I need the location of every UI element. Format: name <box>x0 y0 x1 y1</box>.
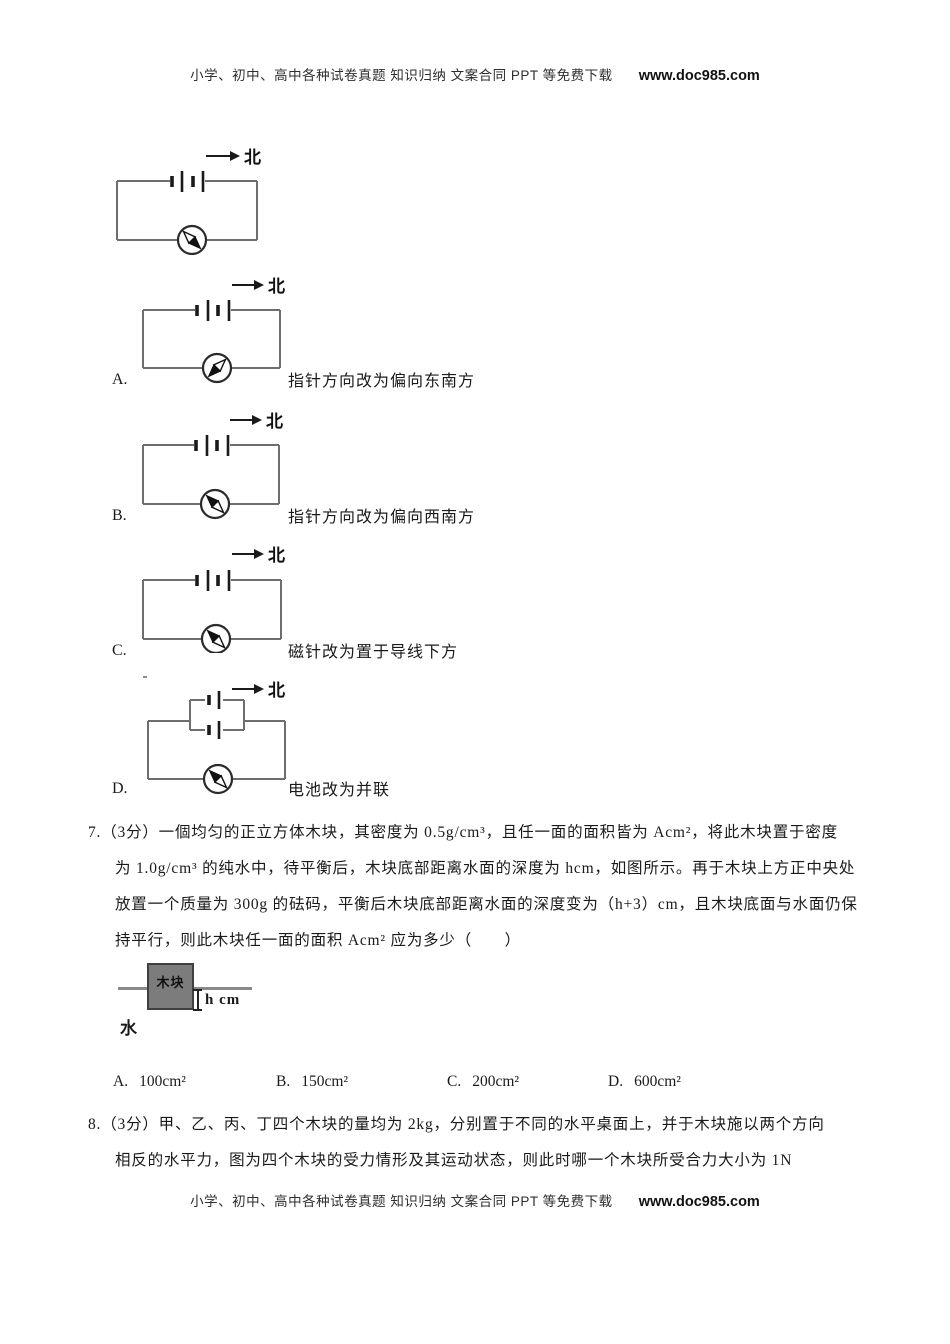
option-a-text: 指针方向改为偏向东南方 <box>288 373 476 390</box>
option-b-label: B. <box>112 507 127 524</box>
q7-option-c-label: C. <box>447 1073 462 1090</box>
q7-option-b: B. 150cm² <box>276 1073 348 1091</box>
q7-option-b-label: B. <box>276 1073 291 1090</box>
compass-icon <box>199 488 231 520</box>
wood-block-label: 木块 <box>156 975 185 990</box>
north-label: 北 <box>268 681 285 700</box>
option-a-label: A. <box>112 371 128 388</box>
north-label: 北 <box>268 546 285 565</box>
battery-icon <box>195 570 231 591</box>
circuit-wires <box>142 444 280 505</box>
q7-option-c: C. 200cm² <box>447 1073 519 1091</box>
circuit-figure-option-b: 北 <box>142 412 283 520</box>
q7-option-d: D. 600cm² <box>608 1073 681 1091</box>
battery-icon <box>170 171 205 192</box>
circuit-figure-option-d: 北 <box>143 676 286 795</box>
compass-icon <box>176 224 208 255</box>
option-d-label: D. <box>112 780 128 797</box>
battery-parallel-icon <box>207 691 221 739</box>
q7-line-2: 为 1.0g/cm³ 的纯水中，待平衡后，木块底部距离水面的深度为 hcm，如图… <box>115 860 856 877</box>
footer-site-url: www.doc985.com <box>638 1194 760 1210</box>
battery-icon <box>195 300 231 321</box>
option-b-text: 指针方向改为偏向西南方 <box>288 509 476 526</box>
q7-line-4: 持平行，则此木块任一面的面积 Acm² 应为多少（ ） <box>115 932 521 949</box>
depth-measure-tick-bottom <box>193 1009 202 1011</box>
q7-option-b-value: 150cm² <box>301 1073 349 1090</box>
q7-line-3: 放置一个质量为 300g 的砝码，平衡后木块底部距离水面的深度变为（h+3）cm… <box>115 896 858 913</box>
header-site-url: www.doc985.com <box>638 68 760 84</box>
circuit-wires <box>147 699 286 780</box>
option-c-text: 磁针改为置于导线下方 <box>288 644 459 661</box>
q7-option-d-label: D. <box>608 1073 624 1090</box>
battery-icon <box>194 435 230 456</box>
page-footer: 小学、初中、高中各种试卷真题 知识归纳 文案合同 PPT 等免费下载 www.d… <box>0 1190 950 1210</box>
q8-line-1: 8.（3分）甲、乙、丙、丁四个木块的量均为 2kg，分别置于不同的水平桌面上，并… <box>88 1116 825 1133</box>
q7-option-a: A. 100cm² <box>113 1073 186 1091</box>
q7-line-1: 7.（3分）一個均匀的正立方体木块，其密度为 0.5g/cm³，且任一面的面积皆… <box>88 824 838 841</box>
north-label: 北 <box>244 148 261 167</box>
circuit-figure-option-a: 北 <box>142 277 285 384</box>
q7-option-a-label: A. <box>113 1073 129 1090</box>
page-header: 小学、初中、高中各种试卷真题 知识归纳 文案合同 PPT 等免费下载 www.d… <box>0 64 950 84</box>
north-label: 北 <box>266 412 283 431</box>
circuit-figure-stem: 北 <box>116 148 261 255</box>
circuit-wires <box>142 579 282 640</box>
footer-promo-text: 小学、初中、高中各种试卷真题 知识归纳 文案合同 PPT 等免费下载 <box>190 1194 613 1209</box>
compass-icon <box>200 623 232 653</box>
north-arrow-icon <box>232 684 264 694</box>
q7-option-a-value: 100cm² <box>139 1073 186 1090</box>
circuit-wires <box>116 180 258 241</box>
north-arrow-icon <box>230 415 262 425</box>
q7-option-d-value: 600cm² <box>634 1073 681 1090</box>
q8-line-2: 相反的水平力，图为四个木块的受力情形及其运动状态，则此时哪一个木块所受合力大小为… <box>115 1152 793 1169</box>
north-arrow-icon <box>232 280 264 290</box>
option-d-text: 电池改为并联 <box>288 782 391 799</box>
option-c-label: C. <box>112 642 127 659</box>
north-arrow-icon <box>232 549 264 559</box>
circuit-wires <box>142 309 281 369</box>
wood-block: 木块 <box>147 963 194 1010</box>
north-label: 北 <box>268 277 285 296</box>
circuit-figure-option-c: 北 <box>142 546 285 653</box>
water-label: 水 <box>120 1019 137 1038</box>
depth-label: h cm <box>205 992 241 1008</box>
north-arrow-icon <box>206 151 240 161</box>
compass-icon <box>201 352 233 384</box>
depth-measure-line <box>197 990 199 1010</box>
header-promo-text: 小学、初中、高中各种试卷真题 知识归纳 文案合同 PPT 等免费下载 <box>190 68 613 83</box>
q7-option-c-value: 200cm² <box>472 1073 520 1090</box>
compass-icon <box>202 763 234 795</box>
depth-measure-tick-top <box>193 989 202 991</box>
